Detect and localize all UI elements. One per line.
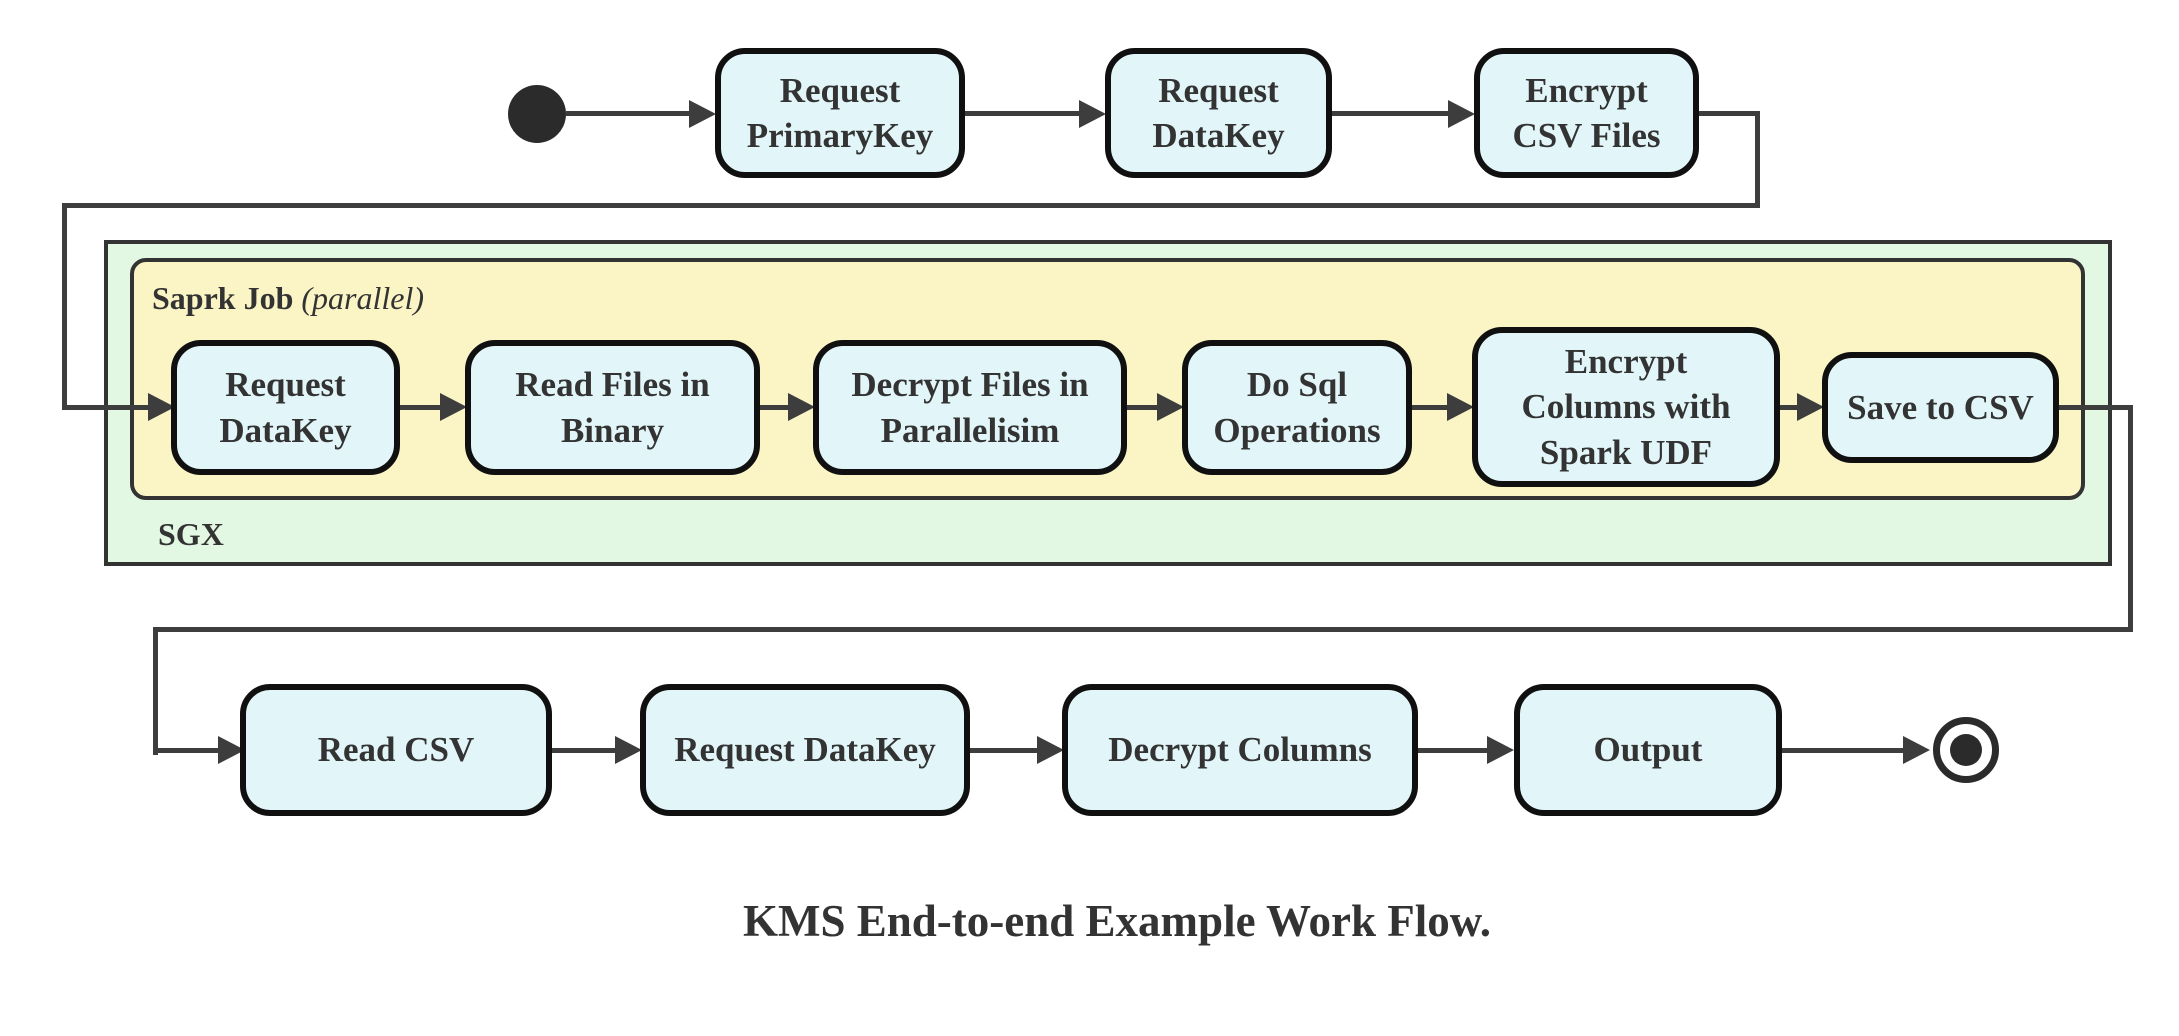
edge-read-csv-to-request-datakey [552,748,618,753]
arrowhead-icon [689,100,716,128]
arrowhead-icon [615,736,642,764]
edge-request-datakey-to-encrypt-csv [1332,111,1450,116]
node-decrypt-columns: Decrypt Columns [1062,684,1418,816]
edge-save-csv-to-read-csv [2128,405,2133,632]
spark-job-label-italic: (parallel) [301,280,425,316]
sgx-label: SGX [158,516,224,552]
node-output: Output [1514,684,1782,816]
start-state-icon [508,85,566,143]
arrowhead-icon [1037,736,1064,764]
node-read-csv: Read CSV [240,684,552,816]
node-request-datakey: Request DataKey [1105,48,1332,178]
arrowhead-icon [1079,100,1106,128]
edge-encrypt-csv-to-sgx [62,203,1760,208]
edge-request-primarykey-to-request-datakey [965,111,1081,116]
edge-sgx-datakey-to-read-files [400,405,442,410]
node-do-sql-operations: Do Sql Operations [1182,340,1412,475]
edge-output-to-end [1782,748,1905,753]
node-save-to-csv: Save to CSV [1822,352,2059,463]
edge-decrypt-columns-to-output [1418,748,1490,753]
arrowhead-icon [1448,100,1475,128]
end-state-inner-dot [1950,734,1982,766]
arrowhead-icon [788,393,815,421]
diagram-title: KMS End-to-end Example Work Flow. [742,896,1491,946]
edge-encrypt-columns-to-save-csv [1780,405,1799,410]
spark-job-label-bold: Saprk Job [152,280,294,316]
node-request-primarykey: Request PrimaryKey [715,48,965,178]
arrowhead-icon [1157,393,1184,421]
edge-encrypt-csv-to-sgx [62,405,150,410]
edge-encrypt-csv-to-sgx [1699,111,1760,116]
edge-save-csv-to-read-csv [153,627,2133,632]
edge-start-to-request-primarykey [566,111,691,116]
edge-encrypt-csv-to-sgx [1755,111,1760,208]
edge-encrypt-csv-to-sgx [62,203,67,410]
arrowhead-icon [1903,736,1930,764]
node-request-datakey-bottom: Request DataKey [640,684,970,816]
edge-decrypt-files-to-sql [1127,405,1159,410]
edge-sql-to-encrypt-columns [1412,405,1449,410]
edge-read-files-to-decrypt-files [760,405,790,410]
arrowhead-icon [148,393,175,421]
spark-job-label: Saprk Job (parallel) [152,280,424,317]
arrowhead-icon [1447,393,1474,421]
node-read-files-in-binary: Read Files in Binary [465,340,760,475]
arrowhead-icon [440,393,467,421]
arrowhead-icon [1487,736,1514,764]
edge-save-csv-to-read-csv [2059,405,2133,410]
node-sgx-request-datakey: Request DataKey [171,340,400,475]
node-decrypt-files-in-parallelisim: Decrypt Files in Parallelisim [813,340,1127,475]
edge-save-csv-to-read-csv [153,748,222,753]
arrowhead-icon [1797,393,1824,421]
node-encrypt-csv-files: Encrypt CSV Files [1474,48,1699,178]
node-encrypt-columns-with-spark-udf: Encrypt Columns with Spark UDF [1472,327,1780,487]
edge-save-csv-to-read-csv [153,627,158,755]
end-state-icon [1933,717,1999,783]
edge-request-datakey-to-decrypt-columns [970,748,1040,753]
